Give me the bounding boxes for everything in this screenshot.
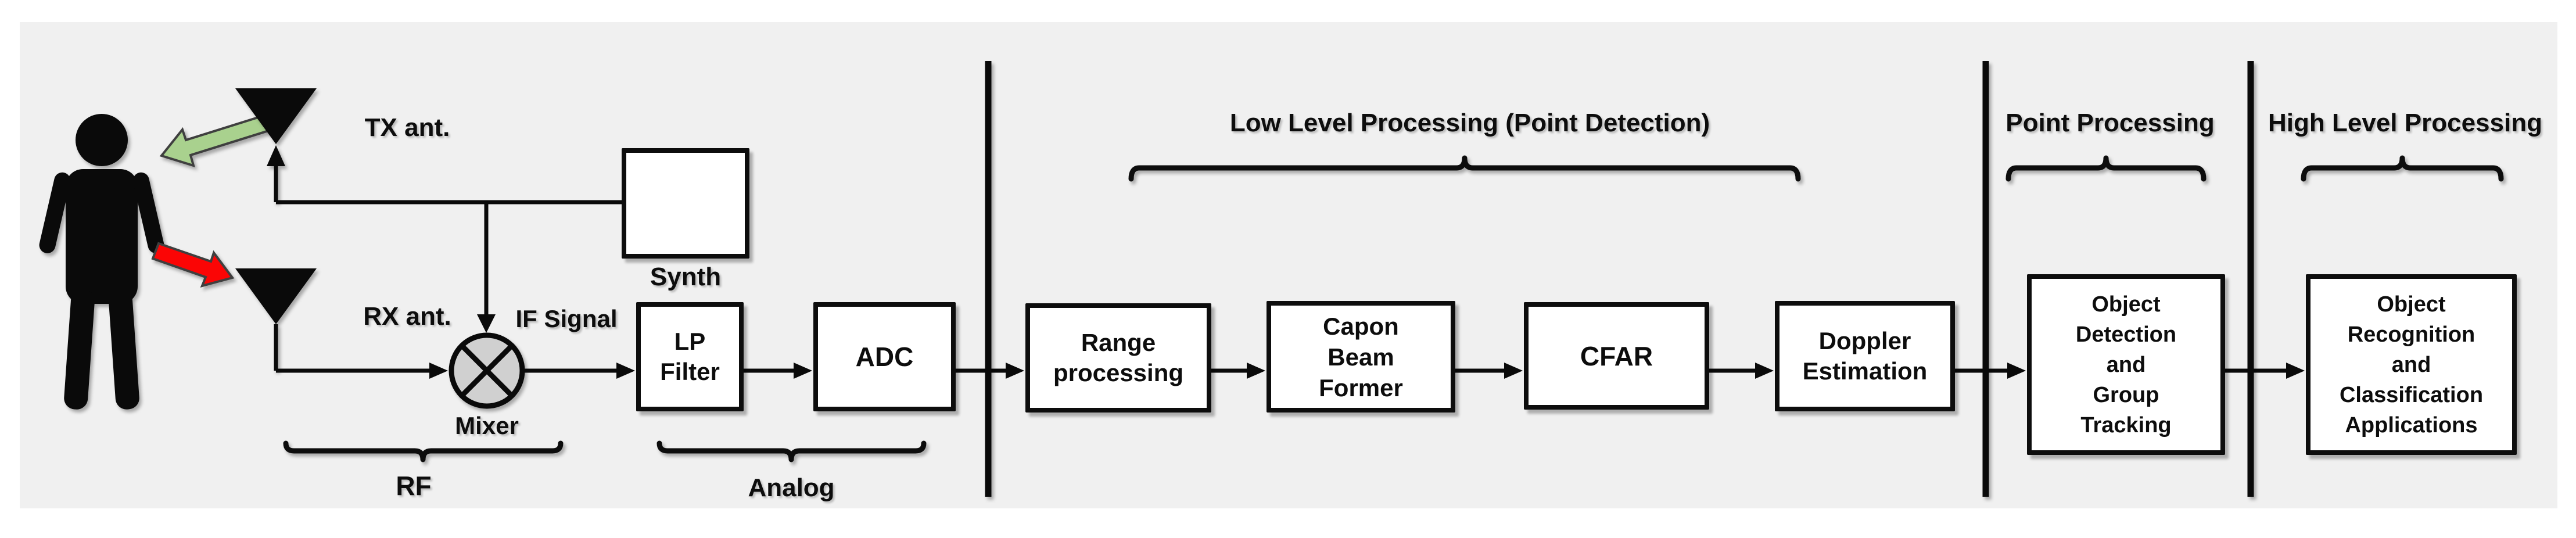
block-label-line: Object (2091, 292, 2161, 317)
cfar-block: CFAR (1524, 302, 1709, 410)
block-label-line: Object (2377, 292, 2446, 317)
capon-beam-former-block: Capon Beam Former (1267, 301, 1455, 413)
adc-block: ADC (813, 302, 956, 411)
if-signal-label: IF Signal (515, 305, 618, 332)
rx-antenna-label: RX ant. (363, 302, 451, 331)
block-label-line: Tracking (2080, 413, 2172, 437)
block-label-line: CFAR (1580, 340, 1653, 371)
analog-section-label: Analog (748, 474, 835, 502)
lp-filter-block: LP Filter (636, 302, 744, 411)
block-label-line: processing (1053, 359, 1184, 386)
object-detection-tracking-block: Object Detection and Group Tracking (2027, 274, 2225, 455)
block-label-line: Doppler (1818, 327, 1911, 354)
point-processing-section-label: Point Processing (2005, 109, 2215, 137)
block-label-line: LP (674, 328, 706, 355)
block-label-line: and (2391, 352, 2431, 377)
high-level-section-label: High Level Processing (2268, 109, 2542, 137)
block-label-line: and (2106, 352, 2146, 377)
range-processing-block: Range processing (1025, 303, 1211, 413)
block-label-line: Group (2093, 382, 2159, 407)
block-label-line: Former (1319, 374, 1403, 401)
block-label-line: Recognition (2347, 322, 2475, 347)
block-label-line: ADC (855, 342, 914, 372)
synth-block (622, 148, 749, 259)
block-label-line: Filter (660, 358, 720, 385)
mixer-label: Mixer (455, 412, 519, 439)
block-label-line: Detection (2075, 322, 2177, 347)
object-recognition-block: Object Recognition and Classification Ap… (2306, 274, 2517, 455)
block-label-line: Capon (1323, 312, 1399, 340)
block-label-line: Beam (1328, 343, 1394, 371)
block-label-line: Range (1081, 329, 1156, 356)
low-level-section-label: Low Level Processing (Point Detection) (1229, 109, 1710, 137)
block-label-line: Classification (2339, 382, 2484, 407)
synth-label: Synth (650, 263, 722, 291)
block-label-line: Applications (2345, 413, 2478, 437)
block-label-line: Estimation (1802, 357, 1928, 385)
doppler-estimation-block: Doppler Estimation (1775, 301, 1955, 411)
rf-section-label: RF (396, 471, 432, 501)
tx-antenna-label: TX ant. (364, 113, 450, 142)
